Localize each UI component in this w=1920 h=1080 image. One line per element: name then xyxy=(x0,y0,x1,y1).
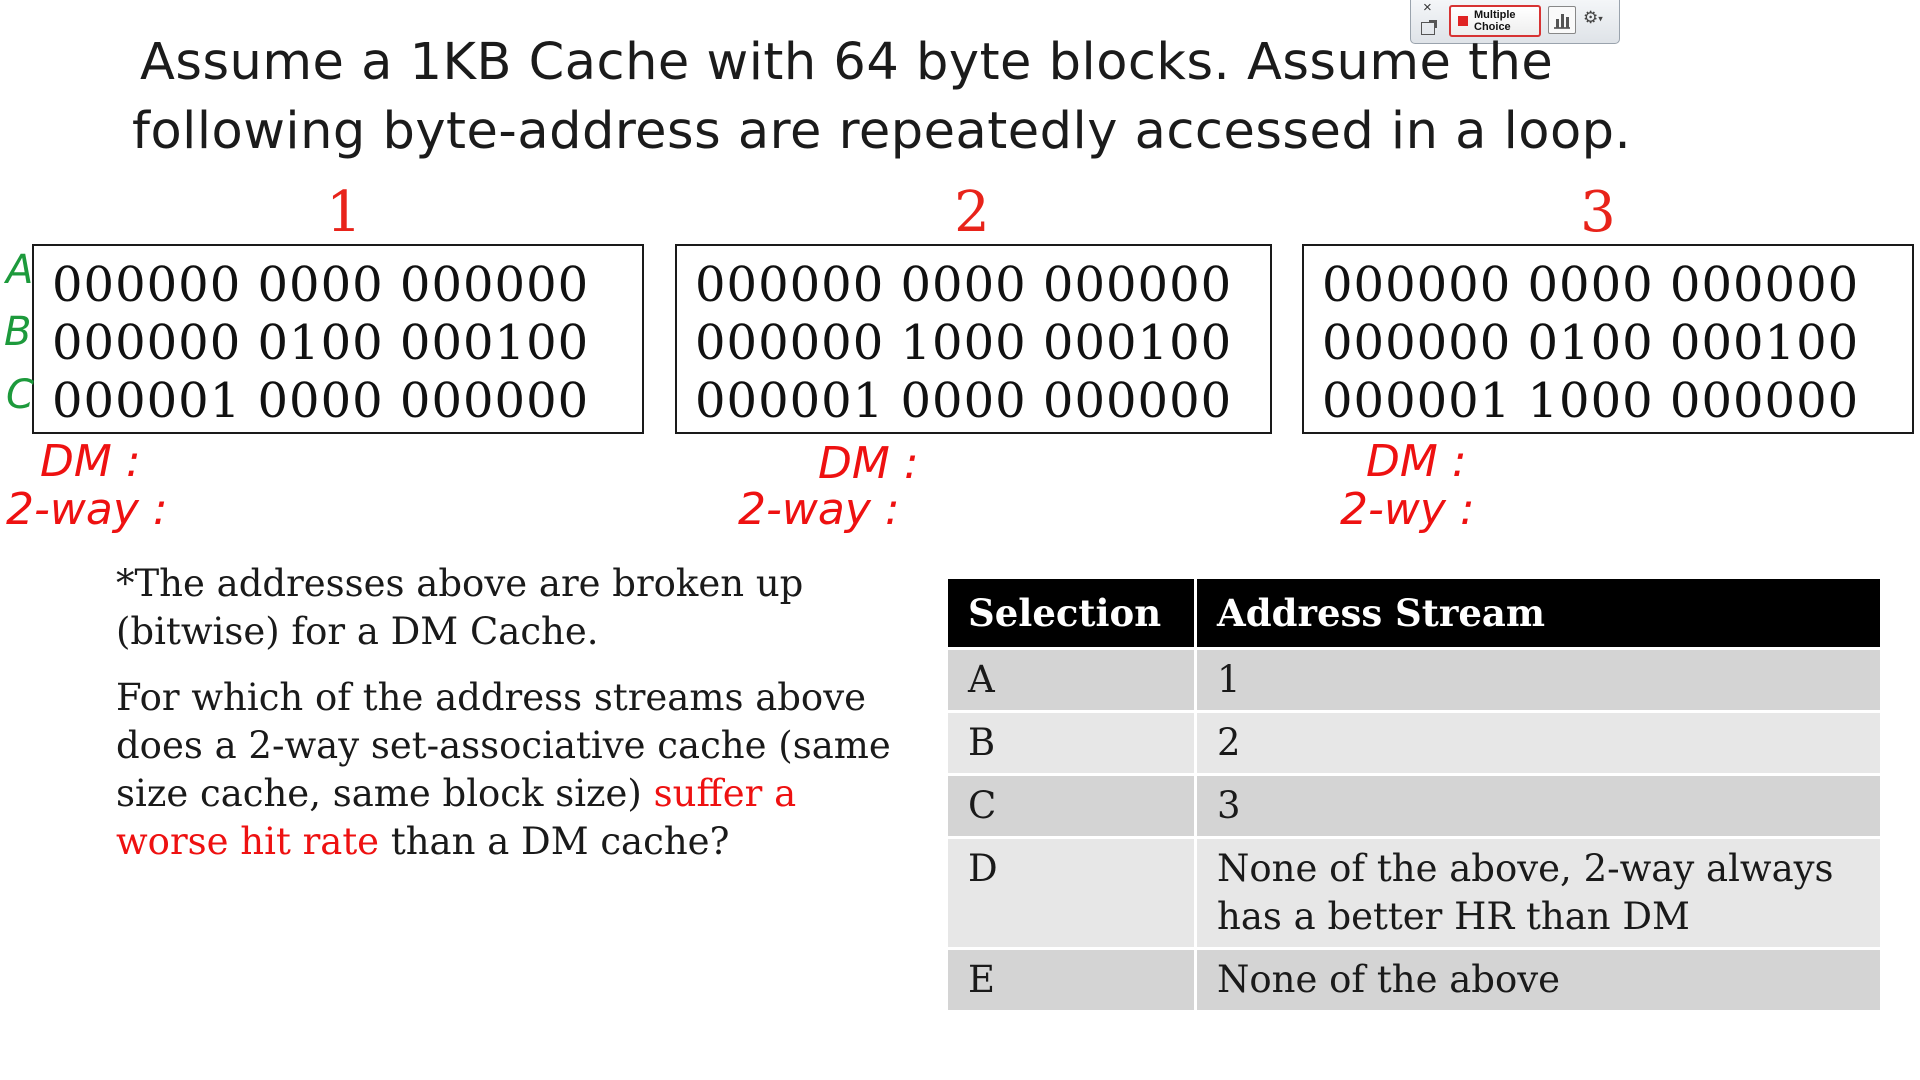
results-chart-button[interactable] xyxy=(1548,6,1576,34)
stream-cell: None of the above xyxy=(1195,947,1880,1010)
slide-title: Assume a 1KB Cache with 64 byte blocks. … xyxy=(132,28,1900,166)
handwritten-letter-b: B xyxy=(4,309,32,355)
chevron-down-icon: ▾ xyxy=(1598,13,1603,24)
selection-cell: E xyxy=(948,947,1197,1010)
question-highlight: suffer a worse hit rate xyxy=(116,772,797,863)
selection-cell: B xyxy=(948,710,1197,775)
address-line: 000000 1000 000100 xyxy=(695,315,1233,371)
handwritten-dm-2: DM : xyxy=(818,438,919,489)
selection-cell: C xyxy=(948,773,1197,838)
poll-toolbar: × Multiple Choice ⚙▾ xyxy=(1410,0,1620,44)
selection-cell: A xyxy=(948,647,1197,712)
handwritten-letter-c: C xyxy=(6,372,34,418)
stream-cell: None of the above, 2-way always has a be… xyxy=(1195,836,1880,949)
multiple-choice-label: Multiple Choice xyxy=(1474,9,1516,33)
address-stream-2-box: 000000 0000 000000 000000 1000 000100 00… xyxy=(675,244,1272,434)
question-prompt-end: than a DM cache? xyxy=(379,820,730,863)
stream-cell: 1 xyxy=(1195,647,1880,712)
question-prompt-start: For which of the address streams above d… xyxy=(116,676,891,815)
address-line: 000000 0000 000000 xyxy=(695,257,1233,313)
address-stream-3-box: 000000 0000 000000 000000 0100 000100 00… xyxy=(1302,244,1914,434)
selection-cell: D xyxy=(948,836,1197,949)
bar-chart-icon xyxy=(1554,14,1570,29)
header-selection: Selection xyxy=(948,579,1197,649)
answer-table: Selection Address Stream A 1 B 2 C 3 D N… xyxy=(948,579,1880,1010)
address-stream-1-box: 000000 0000 000000 000000 0100 000100 00… xyxy=(32,244,644,434)
table-row: B 2 xyxy=(948,710,1880,775)
handwritten-letter-a: A xyxy=(6,247,34,293)
stream-number-3: 3 xyxy=(1580,180,1616,245)
handwritten-2way-2: 2-way : xyxy=(738,484,900,535)
address-line: 000001 0000 000000 xyxy=(695,373,1233,429)
stream-number-2: 2 xyxy=(954,180,990,245)
address-line: 000000 0100 000100 xyxy=(52,315,590,371)
table-row: E None of the above xyxy=(948,947,1880,1010)
title-line-1: Assume a 1KB Cache with 64 byte blocks. … xyxy=(140,33,1554,92)
close-icon[interactable]: × xyxy=(1423,0,1432,16)
multiple-choice-button[interactable]: Multiple Choice xyxy=(1449,5,1541,37)
table-row: A 1 xyxy=(948,647,1880,712)
question-text: *The addresses above are broken up (bitw… xyxy=(116,560,896,884)
stream-number-1: 1 xyxy=(326,180,362,245)
header-address-stream: Address Stream xyxy=(1195,579,1880,649)
handwritten-dm-1: DM : xyxy=(40,436,141,487)
question-prompt: For which of the address streams above d… xyxy=(116,674,896,866)
stream-cell: 2 xyxy=(1195,710,1880,775)
handwritten-2way-1: 2-way : xyxy=(6,484,168,535)
stream-cell: 3 xyxy=(1195,773,1880,838)
settings-button[interactable]: ⚙▾ xyxy=(1583,8,1603,29)
handwritten-2way-3: 2-wy : xyxy=(1340,484,1475,535)
stop-icon xyxy=(1458,16,1468,26)
title-line-2: following byte-address are repeatedly ac… xyxy=(132,102,1632,161)
question-note: *The addresses above are broken up (bitw… xyxy=(116,562,804,653)
address-line: 000000 0000 000000 xyxy=(1322,257,1860,313)
address-line: 000000 0000 000000 xyxy=(52,257,590,313)
table-header-row: Selection Address Stream xyxy=(948,579,1880,649)
address-line: 000001 1000 000000 xyxy=(1322,373,1860,429)
gear-icon: ⚙ xyxy=(1583,8,1599,27)
address-line: 000000 0100 000100 xyxy=(1322,315,1860,371)
handwritten-dm-3: DM : xyxy=(1366,436,1467,487)
address-line: 000001 0000 000000 xyxy=(52,373,590,429)
expand-icon[interactable] xyxy=(1421,20,1437,35)
table-row: C 3 xyxy=(948,773,1880,838)
table-row: D None of the above, 2-way always has a … xyxy=(948,836,1880,949)
